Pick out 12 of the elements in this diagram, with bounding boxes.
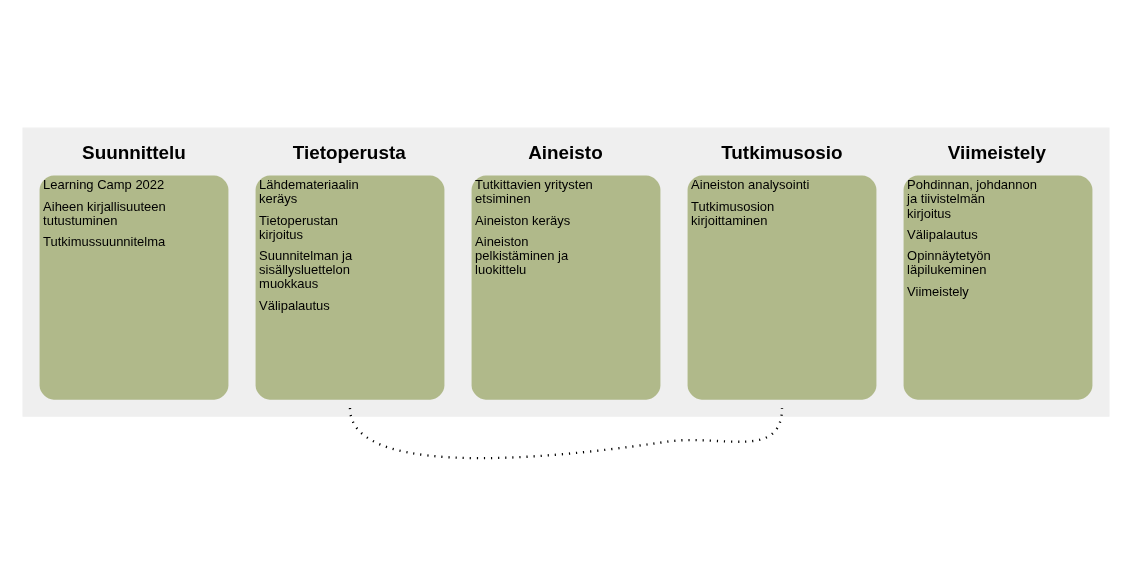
node-box: Lähdemateriaalin keräys Tietoperustan kirjoitus Suunnitelman ja sisällysluettelon muokkaus Välipalautus: [255, 174, 445, 400]
node-box: Learning Camp 2022 Aiheen kirjallisuuteen tutustuminen Tutkimussuunnitelma: [39, 174, 229, 400]
node-box: Tutkittavien yritysten etsiminen Aineiston keräys Aineiston pelkistäminen ja luokittelu: [471, 174, 661, 400]
node-label: Aineisto: [528, 141, 603, 163]
node-label: Suunnittelu: [82, 141, 186, 163]
node-label: Viimeistely: [947, 141, 1047, 163]
node-label: Tietoperusta: [292, 141, 406, 163]
node-label: Tutkimusosio: [721, 141, 843, 163]
node-box: Pohdinnan, johdannon ja tiivistelmän kirjoitus Välipalautus Opinnäytetyön läpilukeminen Viimeistely: [903, 174, 1093, 400]
cluster: [22, 127, 1110, 417]
connector: [348, 407, 784, 459]
node-box: Aineiston analysointi Tutkimusosion kirjoittaminen: [687, 174, 877, 400]
